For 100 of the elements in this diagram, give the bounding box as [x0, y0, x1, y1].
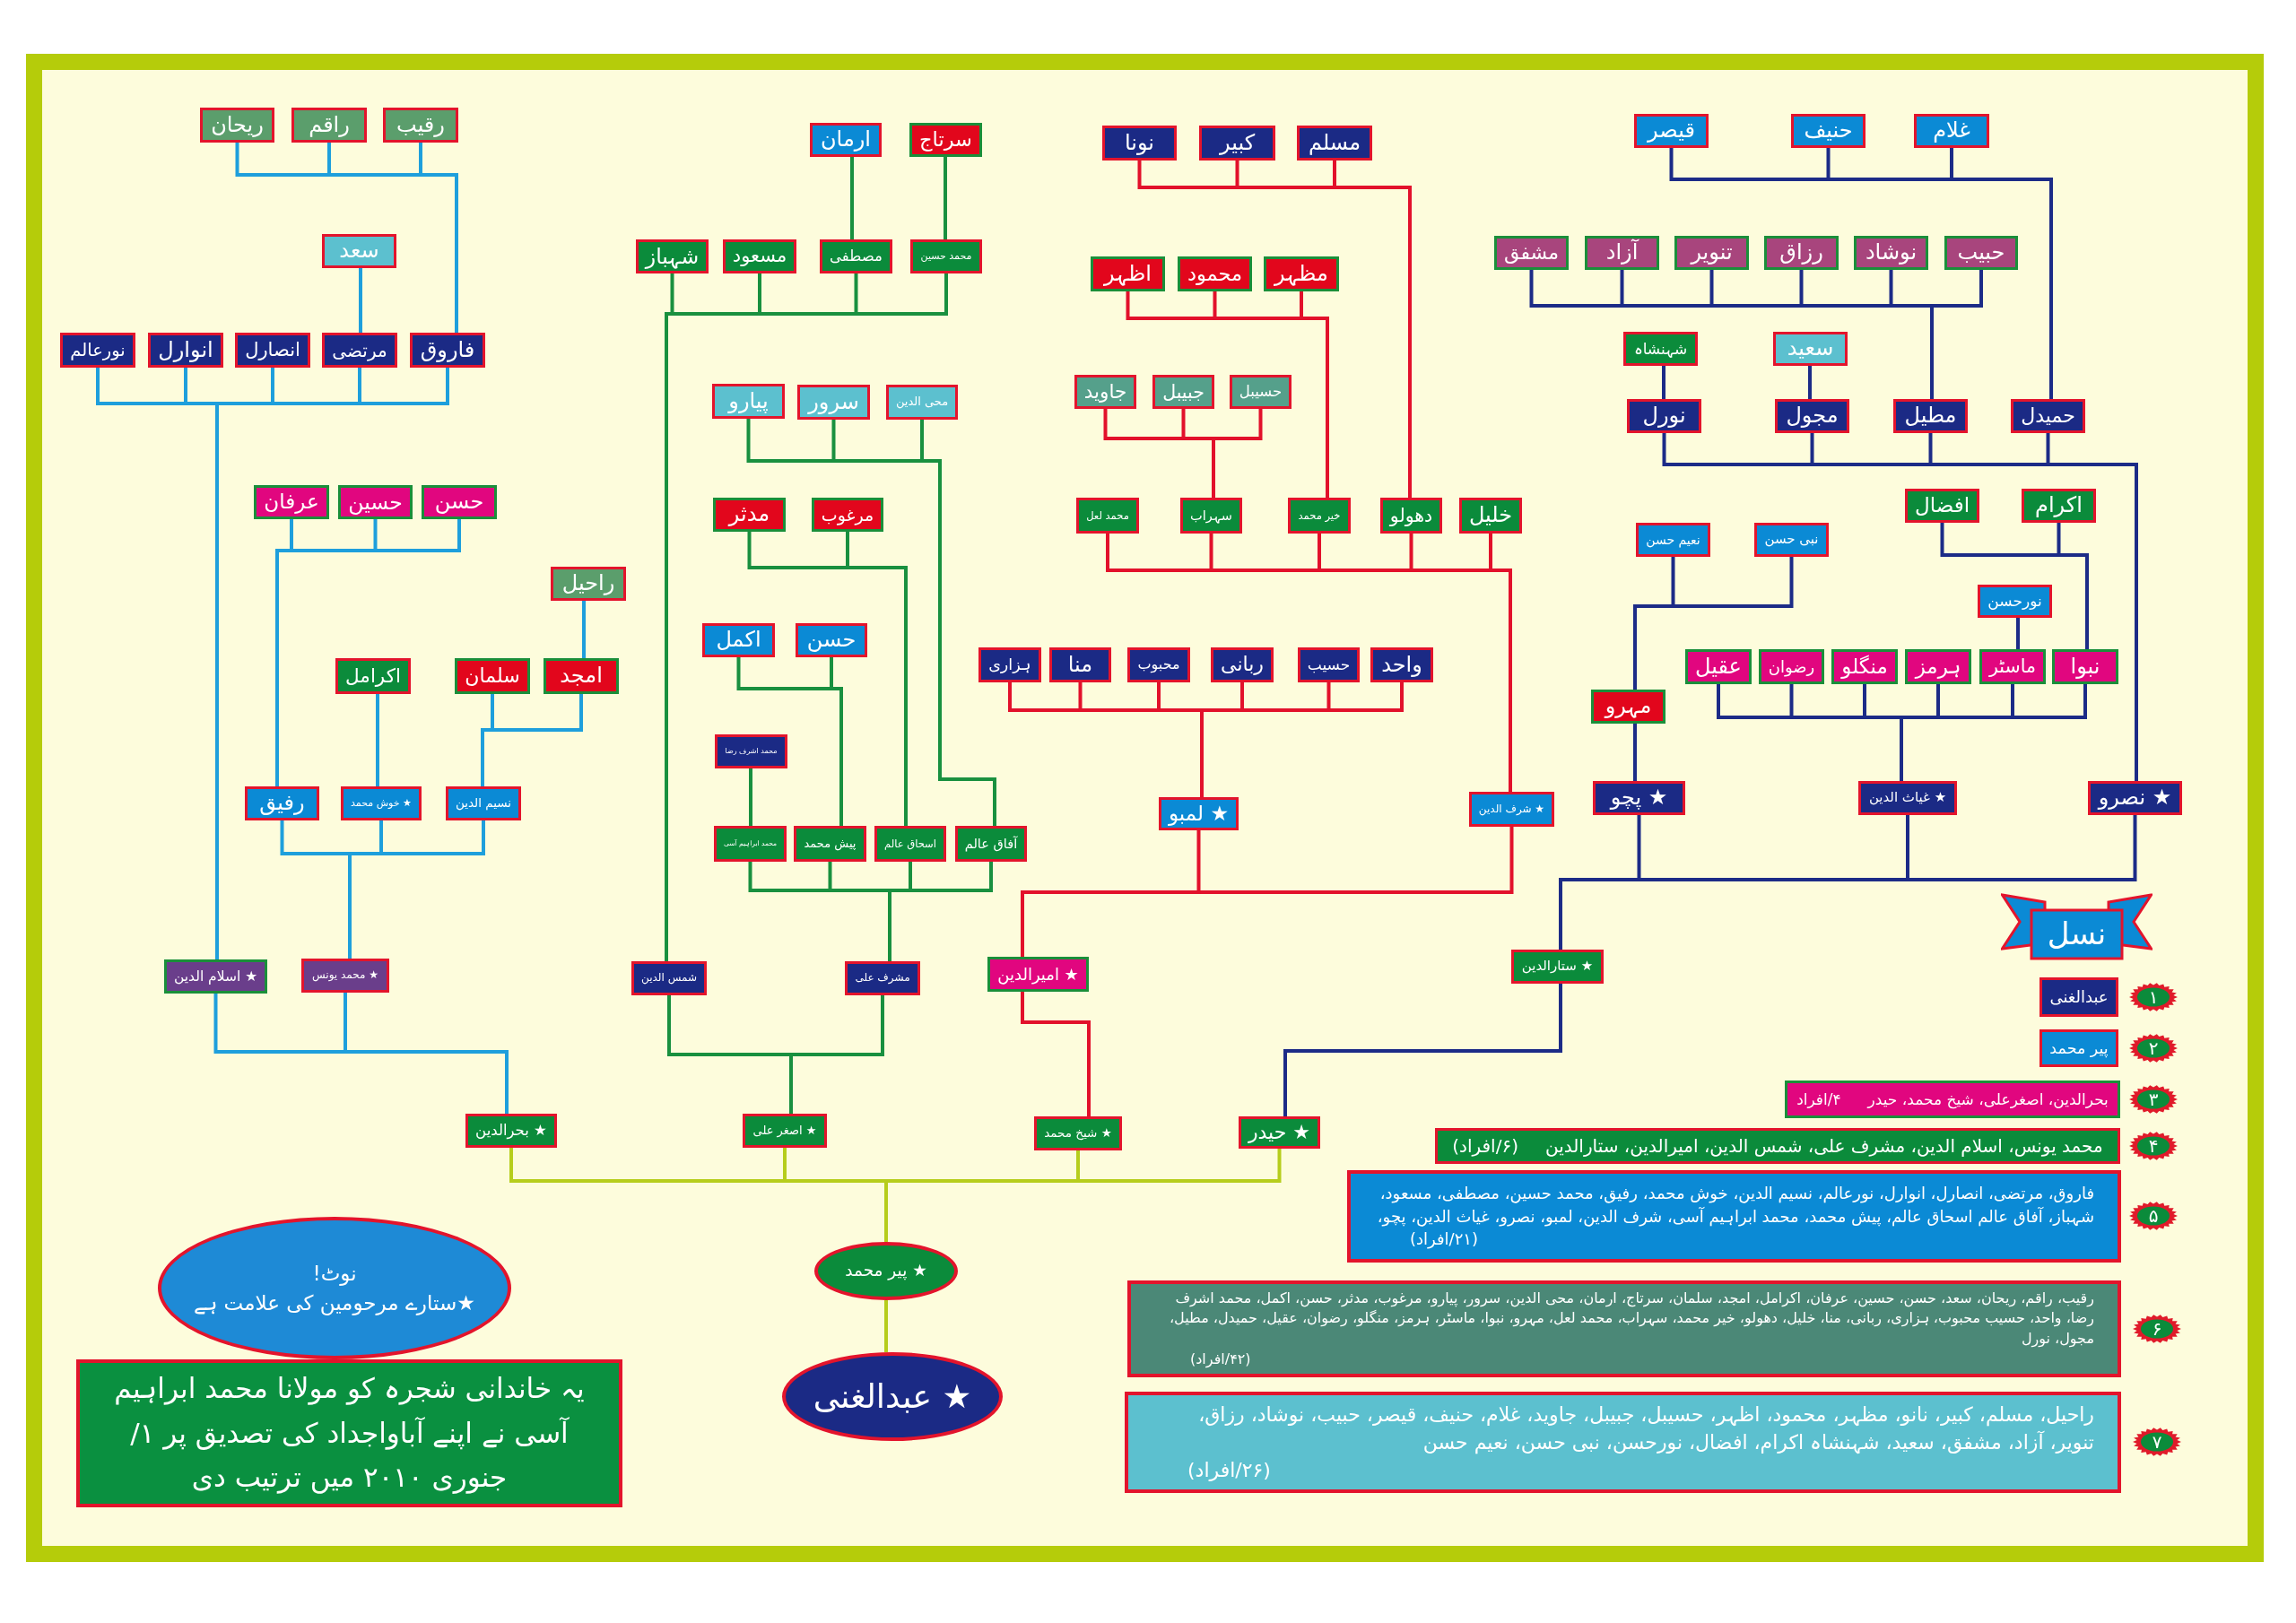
connector-line [1633, 557, 1794, 690]
number-badge: ۳ [2128, 1084, 2179, 1115]
name-box: سعد [322, 234, 396, 268]
name-box: اکرام [2022, 489, 2096, 523]
name-box: اظہر [1091, 256, 1165, 291]
name-box: ★ اسلام الدین [164, 959, 267, 994]
connector-line [1662, 366, 1665, 399]
name-box: راحیل [551, 567, 626, 601]
connector-line [846, 532, 908, 826]
name-box: ★ لمبو [1159, 797, 1239, 830]
name-box: پیش محمد [794, 826, 866, 862]
name-box: نبی حسن [1754, 523, 1829, 557]
generation-box [1785, 1081, 2120, 1118]
name-box: محمد لعل [1076, 498, 1139, 534]
name-box: رزاق [1764, 236, 1839, 270]
ribbon-banner: نسل [2001, 893, 2152, 961]
name-box: حنیف [1791, 114, 1866, 148]
name-box: حسین [338, 485, 413, 519]
name-box: محی الدین [886, 385, 958, 420]
member-count: (۶/افراد) [1452, 1134, 1518, 1158]
name-box: نونا [1102, 126, 1177, 161]
name-box: جاوید [1074, 375, 1136, 409]
connector-line [1489, 534, 1512, 792]
number-badge: ۵ [2128, 1201, 2179, 1231]
connector-line [2057, 523, 2089, 649]
name-box: حسن [796, 623, 867, 657]
name-box: ماسٹر [1979, 649, 2046, 684]
name-box: رضوان [1759, 649, 1824, 684]
name-box: نورحسن [1978, 585, 2052, 618]
name-box: ★ امیرالدین [987, 957, 1089, 992]
member-count: ۴/افراد [1796, 1089, 1841, 1110]
name-box: سعید [1773, 332, 1848, 366]
name-box: شہنشاہ [1623, 332, 1698, 366]
name-box: ارمان [810, 123, 882, 157]
name-box: محمد اشرف رضا [715, 734, 787, 768]
name-box: محبوب [1127, 647, 1190, 682]
name-box: حمیدل [2011, 399, 2085, 433]
name-box: انوارل [148, 333, 223, 368]
connector-line [213, 994, 509, 1114]
name-box: آفاق عالم [955, 826, 1027, 862]
name-box: ★ خوش محمد [341, 786, 422, 820]
connector-line [582, 601, 586, 658]
member-count: (۲۶/افراد) [1187, 1458, 1272, 1484]
name-list: راحیل، مسلم، کبیر، نانو، مظہر، محمود، اظہر، حسیبل، جبیبل، جاوید، غلام، حنیف، قیصر، حبیب، نوشاد، رزاق، تنویر، آزاد، مشفق، سعید، شہنشاہ اکرام، افضال، نورحسن، نبی حسن، نعیم حسن [1152, 1400, 2094, 1457]
connector-line [275, 519, 461, 786]
name-box: ★ پچو [1593, 781, 1685, 815]
connector-line [1300, 291, 1329, 498]
name-box: ★ محمد یونس [301, 959, 389, 993]
name-box: حسن [422, 485, 497, 519]
name-box: دھولو [1380, 498, 1442, 534]
name-box: قیصر [1634, 114, 1709, 148]
connector-line [850, 157, 854, 239]
name-box: تنویر [1674, 236, 1749, 270]
name-box: مشفق [1494, 236, 1569, 270]
name-box: انصارل [235, 333, 310, 368]
name-list: بحرالدین، اصغرعلی، شیخ محمد، حیدر [1867, 1089, 2109, 1110]
note-heading: نوٹ! [312, 1261, 357, 1288]
name-box: ہزاری [978, 647, 1041, 682]
name-box: فاروق [410, 333, 485, 368]
generation-box [1435, 1128, 2120, 1164]
generation-box: عبدالغنی [2039, 977, 2118, 1017]
name-box: مہرو [1591, 690, 1665, 724]
name-box: کبیر [1199, 126, 1275, 161]
name-box: نورعالم [60, 333, 135, 368]
name-box: مدثر [713, 498, 786, 532]
name-box: ہرمز [1905, 649, 1971, 684]
member-count: (۲۱/افراد) [1409, 1228, 1479, 1251]
name-box: راقم [291, 108, 367, 143]
name-box: پیارو [712, 384, 785, 419]
connector-line [1021, 992, 1091, 1116]
note-text: ★ستارے مرحومین کی علامت ہے [194, 1289, 475, 1317]
name-box: اکمل [702, 623, 775, 657]
name-box: حبیب [1944, 236, 2018, 270]
name-box: مظہر [1264, 256, 1339, 291]
number-badge: ۶ [2132, 1314, 2182, 1344]
name-box: آزاد [1585, 236, 1659, 270]
name-box: مرتضی [322, 333, 397, 368]
name-box: غلام [1914, 114, 1989, 148]
name-box: ★ غیاث الدین [1858, 781, 1957, 815]
connector-line [1200, 682, 1404, 797]
connector-line [1333, 161, 1412, 498]
name-box: حسیبل [1230, 375, 1292, 409]
name-box: افضال [1905, 489, 1979, 523]
name-box: سہراب [1180, 498, 1242, 534]
name-list: رقیب، راقم، ریحان، سعد، حسن، حسین، عرفان، اکرامل، امجد، سلمان، سرتاج، ارمان، محی الدین، سرور، پیارو، مرغوب، مدثر، حسن، اکمل، محمد اشرف رضا، واحد، حسیب محبوب، ہزاری، ربانی، منا، خلیل، دھولو، خیر محمد، سہراب، محمد لعل، مہرو، نبوا، ماسٹر، ہرمز، منگلو، رضوان، عقیل، حمیدل، مطیل، مجول، نورل [1154, 1288, 2094, 1350]
name-list: محمد یونس، اسلام الدین، مشرف علی، شمس الدین، امیرالدین، ستارالدین [1544, 1134, 2103, 1158]
name-box: ★ ستارالدین [1511, 950, 1604, 984]
name-box: مشرف علی [845, 961, 920, 995]
name-box: اکرامل [335, 658, 411, 694]
generation-box: پیر محمد [2039, 1029, 2118, 1067]
name-box: واحد [1370, 647, 1433, 682]
name-box: رفیق [245, 786, 319, 820]
name-box: سرور [797, 385, 870, 420]
connector-line [749, 768, 752, 826]
note-box: یہ خاندانی شجرہ کو مولانا محمد ابراہیم آسی نے اپنے آباواجداد کی تصدیق پر ۱/جنوری ۲۰۱۰ میں ترتیب دی [76, 1359, 622, 1507]
name-box: منا [1049, 647, 1111, 682]
member-count: (۴۲/افراد) [1189, 1349, 1252, 1370]
name-box: ★ حیدر [1239, 1116, 1320, 1149]
generation-box [1125, 1392, 2121, 1493]
name-box: اسحاق عالم [874, 826, 946, 862]
